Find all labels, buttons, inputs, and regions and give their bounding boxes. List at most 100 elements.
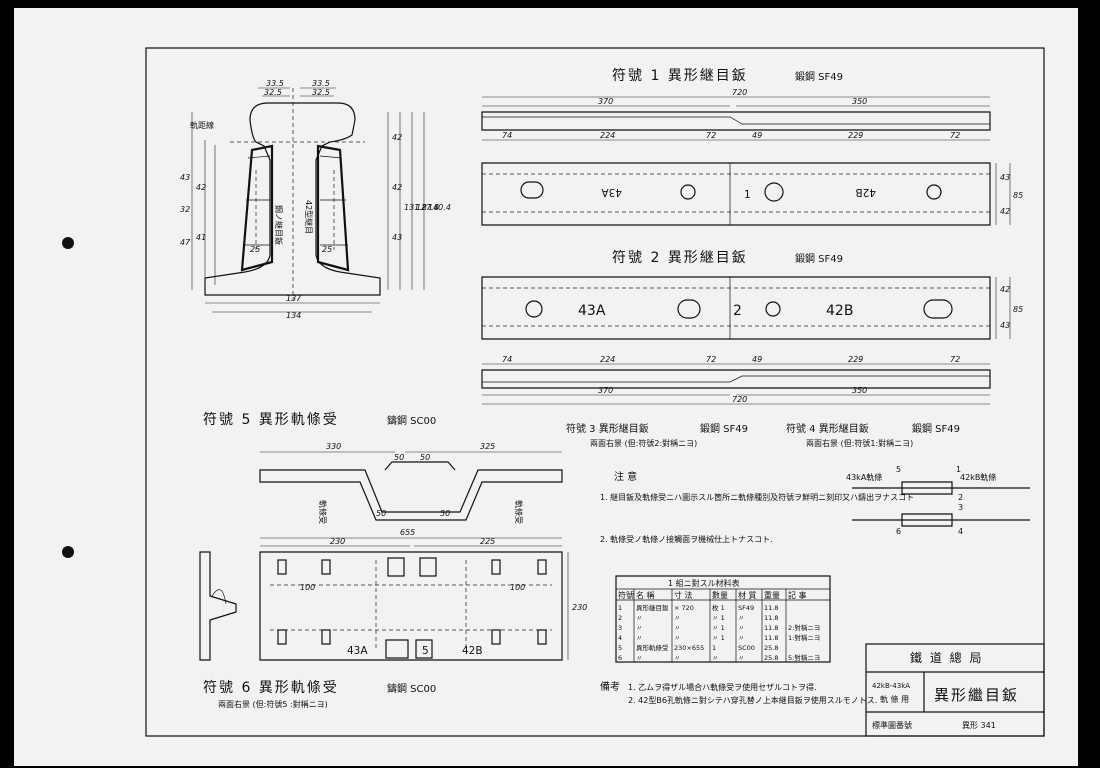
item1-mark-num: 1 [744, 189, 751, 201]
item6-material: 鑄鋼 SC00 [387, 682, 436, 695]
item1-material: 鍛鋼 SF49 [795, 70, 843, 83]
diagram-n4: 4 [958, 527, 963, 536]
table-cell: 〃 1 [712, 624, 725, 632]
item2-mark-right: 42B [826, 303, 853, 319]
notes-item1: 1. 継目鈑及軌條受ニハ圖示スル箇所ニ軌條種別及符號ヲ鮮明ニ刻印又ハ鑄出ヲナスコ… [600, 492, 914, 502]
item2-dim-h2: 43 [1000, 321, 1010, 330]
table-cell: × 720 [674, 604, 694, 612]
item1-dim-h2: 42 [1000, 207, 1010, 216]
item5-title: 符號 5 異形軌條受 [203, 412, 339, 428]
table-cell: SC00 [738, 644, 755, 652]
table-cell: 〃 [674, 614, 681, 622]
item2-dim-h3: 85 [1013, 305, 1023, 314]
item5-dim-50d: 50 [440, 509, 450, 518]
rail-dim-r6: 140.4 [428, 203, 451, 212]
item1-title: 符號 1 異形継目鈑 [612, 68, 748, 84]
table-cell: 11.8 [764, 614, 778, 622]
item4-note: 兩面右景 (但:符號1:對稱ニヨ) [806, 438, 913, 448]
rail-dim-top-left-2: 32.5 [264, 88, 282, 97]
table-cell: 〃 [738, 634, 745, 642]
titleblock-spec-bottom: 軌 條 用 [880, 694, 909, 704]
titleblock-std-no: 異形 341 [962, 721, 996, 730]
rail-dim-base: 137 [286, 294, 302, 303]
notes-item2: 2. 軌條受ノ軌條ノ接觸面ヲ機械仕上トナスコト. [600, 534, 773, 544]
table-header-cell: 寸 法 [674, 590, 693, 600]
rail-dim-25-right: 25 [322, 245, 332, 254]
item3-material: 鍛鋼 SF49 [700, 422, 748, 435]
table-cell: 1 [618, 604, 622, 612]
item2-dim-b1: 74 [502, 355, 512, 364]
diagram-n1: 1 [956, 465, 961, 474]
rail-dim-base-2: 134 [286, 311, 301, 320]
rail-dim-top-right-2: 32.5 [312, 88, 330, 97]
table-cell: 1:對稱ニヨ [788, 633, 820, 642]
item2-dim-left: 370 [598, 386, 613, 395]
item6-note: 兩面右景 (但:符號5 :對稱ニヨ) [218, 699, 328, 709]
table-cell: 11.8 [764, 634, 778, 642]
diagram-n3: 3 [958, 503, 963, 512]
diagram-n6: 6 [896, 527, 901, 536]
item1-dim-left: 370 [598, 97, 613, 106]
table-cell: 〃 [738, 624, 745, 632]
table-cell: 2:對稱ニヨ [788, 623, 820, 632]
table-header-cell: 數量 [712, 590, 728, 600]
item5-right-label: 軌條受 [514, 500, 524, 524]
table-cell: 〃 [674, 624, 681, 632]
notes-heading: 注 意 [614, 470, 637, 483]
item5-dim-total: 655 [400, 528, 415, 537]
titleblock-org: 鐵 道 總 局 [910, 650, 983, 665]
table-header-cell: 符號 [618, 590, 634, 600]
table-cell: 5 [618, 644, 622, 652]
joint-diagram: 43kA軌條 42kB軌條 5 1 2 3 6 4 [846, 465, 1030, 536]
item2: 符號 2 異形継目鈑 鍛鋼 SF49 43A 2 42B 74 224 72 4… [481, 250, 1023, 405]
item5-dim-right: 325 [480, 442, 495, 451]
item5-dim-50b: 50 [420, 453, 430, 462]
punch-hole-top [62, 237, 74, 249]
table-cell: 2 [618, 614, 622, 622]
item2-dim-total: 720 [732, 395, 747, 404]
titleblock-name: 異形繼目鈑 [934, 686, 1019, 704]
table-cell: 〃 [738, 614, 745, 622]
rail-dim-r4: 131.8 [404, 203, 427, 212]
table-header-cell: 重量 [764, 590, 780, 600]
item1-dim-h1: 43 [1000, 173, 1010, 182]
diagram-right-label: 42kB軌條 [960, 472, 996, 482]
item1: 符號 1 異形継目鈑 鍛鋼 SF49 720 370 350 74 224 72… [481, 68, 1023, 226]
item5-dim-left: 330 [326, 442, 341, 451]
item6-mark-mid: 5 [422, 645, 429, 657]
item1-dim-b1: 74 [502, 131, 512, 140]
item6-title: 符號 6 異形軌條受 [203, 680, 339, 696]
item2-dim-right: 350 [852, 386, 867, 395]
item1-dim-right: 350 [852, 97, 867, 106]
rail-dim-r1: 42 [392, 133, 402, 142]
item4-title: 符號 4 異形継目鈑 [786, 422, 869, 435]
item1-dim-b2: 224 [600, 131, 615, 140]
table-cell: 〃 [636, 654, 643, 662]
notes: 注 意 1. 継目鈑及軌條受ニハ圖示スル箇所ニ軌條種別及符號ヲ鮮明ニ刻印又ハ鑄出… [600, 470, 914, 544]
table-cell: 6 [618, 654, 622, 662]
rail-dim-l4: 42 [196, 183, 206, 192]
item2-title: 符號 2 異形継目鈑 [612, 250, 748, 266]
item6: 230 225 43A 5 42B 100 100 230 [199, 537, 587, 709]
item5: 符號 5 異形軌條受 鑄鋼 SC00 330 325 50 50 50 50 軌… [203, 412, 563, 539]
titleblock-spec-top: 42kB-43kA [872, 682, 910, 690]
title-block: 鐵 道 總 局 42kB-43kA 軌 條 用 異形繼目鈑 標準圖番號 異形 3… [865, 643, 1045, 737]
table-cell: SF49 [738, 604, 754, 612]
item2-dim-b4: 49 [752, 355, 762, 364]
table-cell: 230×655 [674, 644, 704, 652]
item1-dim-b5: 229 [848, 131, 863, 140]
rail-dim-l5: 41 [196, 233, 206, 242]
item2-mark-mid: 2 [733, 303, 742, 319]
rail-dim-r2: 42 [392, 183, 402, 192]
remarks-label: 備考 [600, 680, 620, 693]
table-header-cell: 材 質 [738, 590, 757, 600]
rail-dim-l1: 43 [180, 173, 190, 182]
table-cell: 〃 1 [712, 634, 725, 642]
diagram-left-label: 43kA軌條 [846, 472, 882, 482]
table-cell: 枚 1 [712, 603, 725, 612]
item5-material: 鑄鋼 SC00 [387, 414, 436, 427]
table-cell: 〃 [674, 654, 681, 662]
rail-left-text: 鋼ノ継目鈑 [274, 205, 284, 245]
